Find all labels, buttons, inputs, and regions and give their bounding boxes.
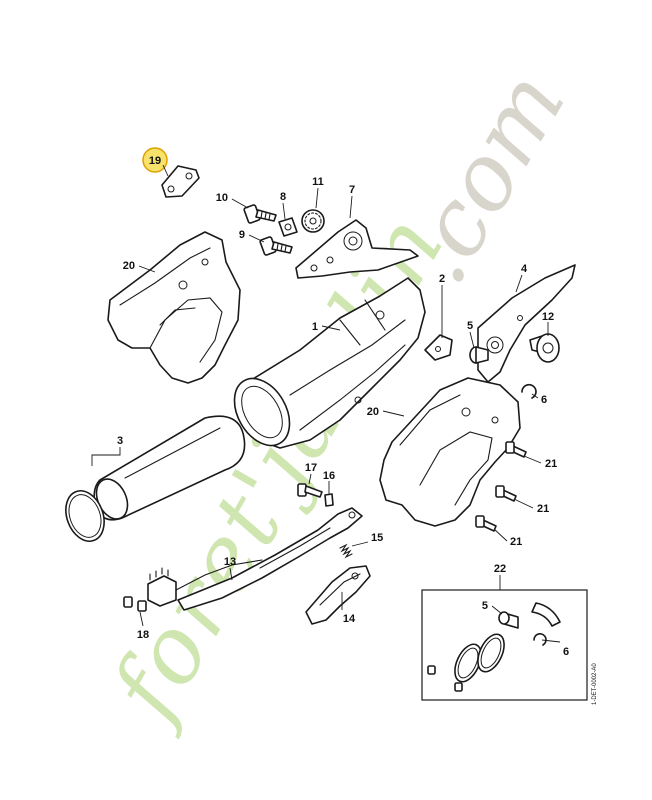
label-2[interactable]: 2	[439, 273, 445, 285]
label-3[interactable]: 3	[117, 435, 123, 447]
part-labels: 10 8 11 7 9 20 1 2 4 5 12 6 20 3 21 21 2…	[117, 176, 569, 658]
label-15[interactable]: 15	[371, 532, 383, 544]
part-9-screw	[259, 236, 293, 256]
part-13-lever	[177, 507, 363, 611]
part-20-cover-left	[107, 231, 241, 384]
label-4[interactable]: 4	[521, 263, 528, 275]
label-5-kit[interactable]: 5	[482, 600, 488, 612]
label-10[interactable]: 10	[216, 192, 228, 204]
label-7[interactable]: 7	[349, 184, 355, 196]
part-3-o-ring	[65, 490, 105, 542]
part-11-gear	[301, 209, 325, 233]
label-13[interactable]: 13	[224, 556, 236, 568]
part-10-screw	[243, 204, 277, 224]
label-19: 19	[149, 155, 161, 167]
label-16[interactable]: 16	[323, 470, 335, 482]
label-14[interactable]: 14	[343, 613, 356, 625]
label-1[interactable]: 1	[312, 321, 318, 333]
part-6-clip	[521, 383, 537, 399]
part-2-bracket	[424, 334, 453, 361]
part-20-cover-right	[379, 377, 521, 527]
part-7-blade	[295, 219, 419, 279]
part-18-screw	[123, 596, 147, 612]
highlight-marker	[142, 147, 168, 173]
part-5-pin	[469, 346, 489, 364]
part-14-trigger	[305, 565, 371, 625]
label-22[interactable]: 22	[494, 563, 506, 575]
label-21-b[interactable]: 21	[537, 503, 549, 515]
drawing-code: 1-DET-0002-A0	[592, 663, 598, 705]
part-21-screw-a	[505, 441, 527, 458]
part-17-bolt	[297, 483, 323, 498]
callout-19[interactable]: 19	[142, 147, 168, 173]
part-8-plate	[278, 217, 298, 237]
label-17[interactable]: 17	[305, 462, 317, 474]
label-11[interactable]: 11	[312, 176, 324, 188]
part-22-kit-box	[421, 589, 588, 701]
label-9[interactable]: 9	[239, 229, 245, 241]
label-18[interactable]: 18	[137, 629, 149, 641]
label-8[interactable]: 8	[280, 191, 286, 203]
part-12-bolt	[529, 333, 560, 363]
label-12[interactable]: 12	[542, 311, 554, 323]
part-1-body	[233, 277, 426, 449]
part-21-screw-b	[495, 485, 517, 502]
label-5[interactable]: 5	[467, 320, 473, 332]
part-4-blade	[477, 264, 576, 383]
part-21-screw-c	[475, 515, 497, 532]
part-13-sensor	[147, 559, 263, 607]
label-20-right[interactable]: 20	[367, 406, 379, 418]
part-15-spring	[339, 543, 353, 559]
label-21-c[interactable]: 21	[510, 536, 522, 548]
label-6-kit[interactable]: 6	[563, 646, 569, 658]
part-16-pin	[324, 493, 334, 507]
label-20-left[interactable]: 20	[123, 260, 135, 272]
label-6[interactable]: 6	[541, 394, 547, 406]
part-19-plate	[161, 165, 200, 198]
label-21-a[interactable]: 21	[545, 458, 557, 470]
leader-lines	[91, 164, 561, 643]
